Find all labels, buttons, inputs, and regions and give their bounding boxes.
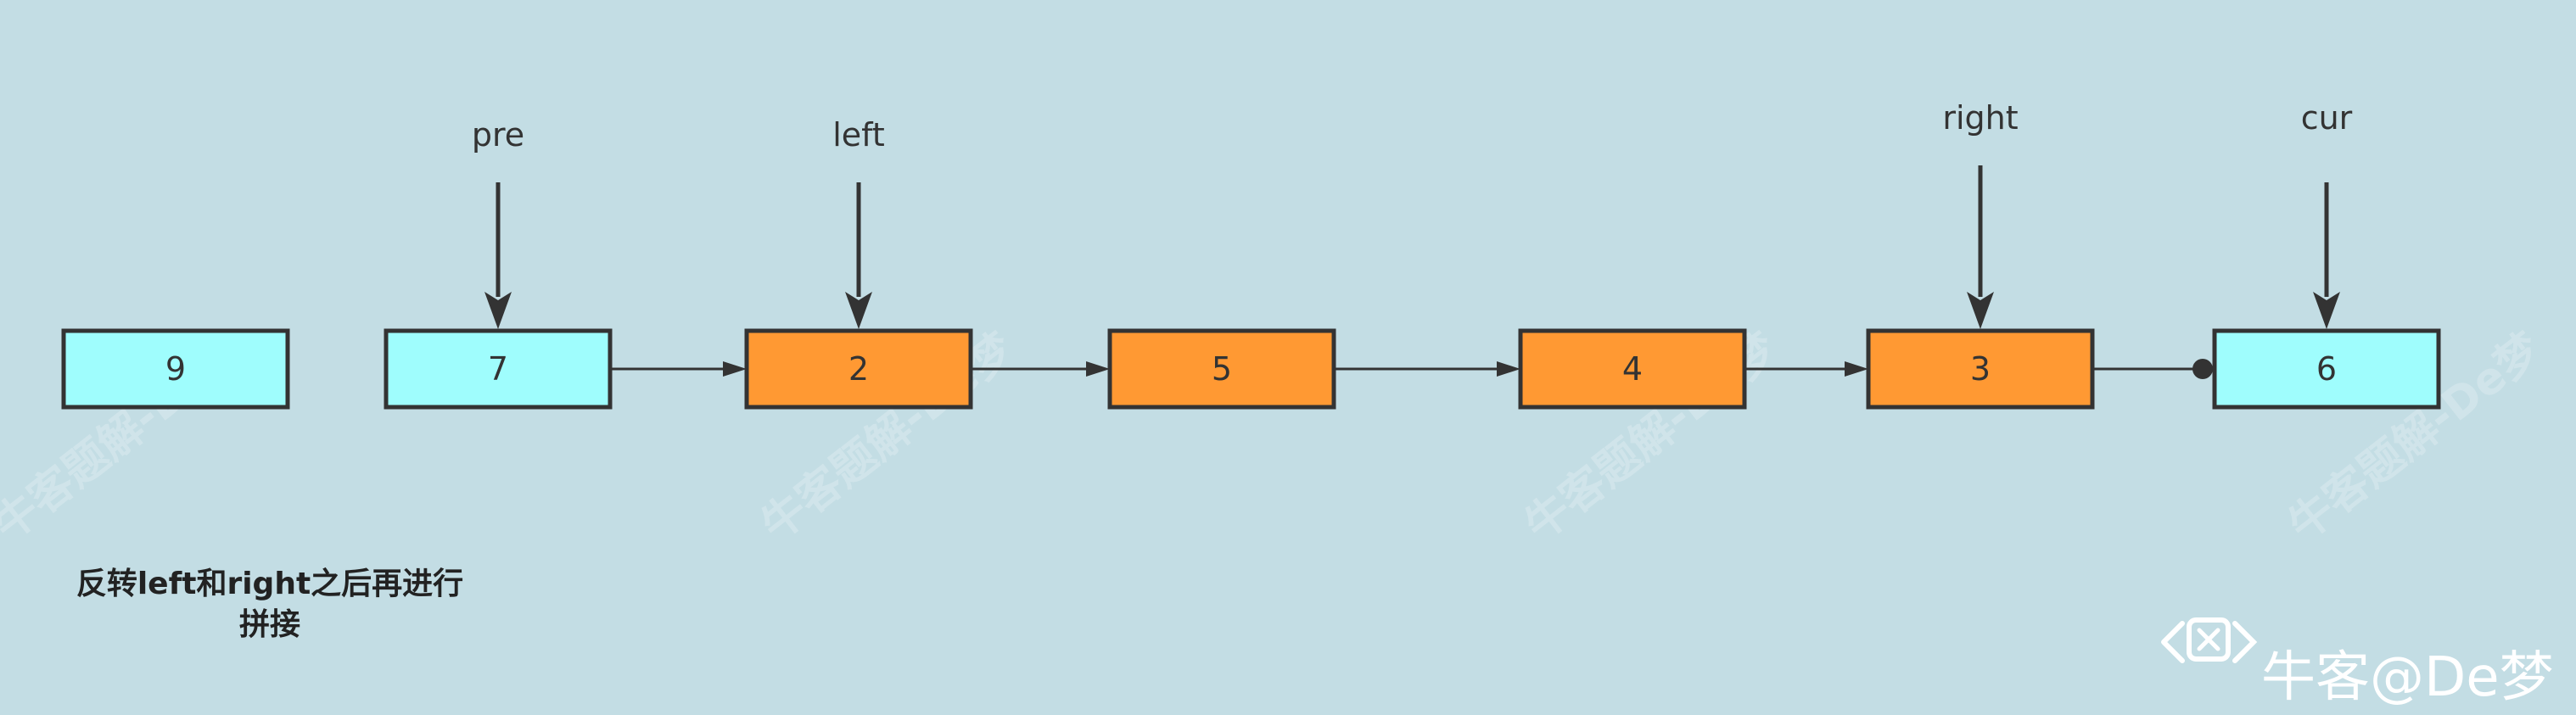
pointer-left: left (832, 116, 885, 329)
node-box (1107, 328, 1336, 410)
node-value: 5 (1212, 350, 1232, 388)
caption-line-2: 拼接 (239, 607, 300, 642)
list-node-4: 4 (1518, 328, 1747, 410)
node-value: 2 (848, 350, 869, 388)
link-n7-n2 (610, 361, 747, 377)
arrow-down-icon (2313, 292, 2340, 329)
arrow-down-icon (845, 292, 872, 329)
link-n3-n6 (2092, 359, 2213, 379)
pointer-cur: cur (2301, 99, 2353, 329)
node-value: 3 (1970, 350, 1991, 388)
node-box (2212, 328, 2441, 410)
node-value: 6 (2316, 350, 2337, 388)
list-node-6: 6 (2212, 328, 2441, 410)
node-value: 9 (165, 350, 186, 388)
pointer-right: right (1942, 99, 2019, 329)
arrow-down-icon (1967, 292, 1994, 329)
pointer-label: pre (472, 116, 524, 154)
list-node-2: 2 (744, 328, 973, 410)
arrow-down-icon (484, 292, 512, 329)
nowcoder-logo-icon (2161, 617, 2258, 663)
brand-logo: 牛客@De梦 (2161, 617, 2554, 709)
pointer-label: left (832, 116, 885, 154)
node-box (61, 328, 290, 410)
node-box (1866, 328, 2095, 410)
pointer-label: right (1942, 99, 2018, 137)
link-n4-n3 (1744, 361, 1868, 377)
brand-text: 牛客@De梦 (2261, 646, 2554, 709)
arrowhead-icon (1497, 361, 1520, 377)
nodes-group: 9 7 2 5 4 3 6 (61, 328, 2441, 410)
caption: 反转left和right之后再进行 拼接 (76, 567, 463, 642)
arrowhead-icon (723, 361, 747, 377)
arrowhead-icon (1086, 361, 1110, 377)
link-n2-n5 (971, 361, 1110, 377)
list-node-7: 7 (384, 328, 613, 410)
caption-line-1: 反转left和right之后再进行 (76, 567, 463, 601)
dot-end-icon (2192, 359, 2213, 379)
links-group (610, 359, 2213, 379)
arrowhead-icon (1845, 361, 1868, 377)
list-node-3: 3 (1866, 328, 2095, 410)
pointers-group: pre left right cur (472, 99, 2353, 329)
node-box (744, 328, 973, 410)
node-box (384, 328, 613, 410)
list-node-5: 5 (1107, 328, 1336, 410)
node-value: 7 (488, 350, 508, 388)
pointer-label: cur (2301, 99, 2353, 137)
list-node-9: 9 (61, 328, 290, 410)
link-n5-n4 (1334, 361, 1520, 377)
node-box (1518, 328, 1747, 410)
pointer-pre: pre (472, 116, 524, 329)
node-value: 4 (1622, 350, 1643, 388)
